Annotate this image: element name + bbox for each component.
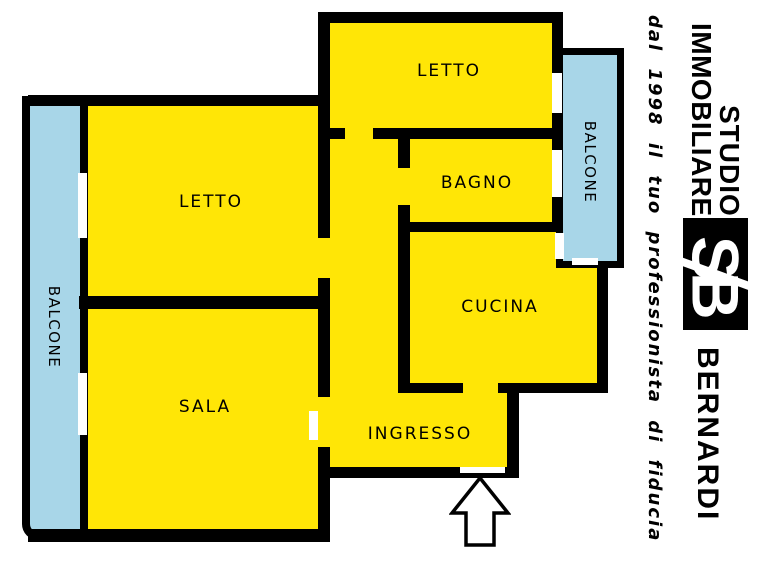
wall-segment — [398, 383, 463, 393]
room-label-cucina: CUCINA — [461, 297, 539, 317]
left-wing-area — [85, 100, 320, 532]
wall-segment — [507, 383, 519, 478]
window-opening — [555, 233, 564, 259]
ingresso-area — [324, 378, 510, 472]
wall-segment — [28, 529, 330, 542]
agency-tagline: dal 1998 il tuo professionista di fiduci… — [644, 15, 665, 543]
wall-segment — [373, 128, 563, 139]
wall-segment — [318, 12, 563, 23]
wall-segment — [597, 261, 608, 393]
wall-segment — [318, 467, 518, 478]
entrance-opening — [460, 467, 505, 473]
window-opening — [552, 150, 562, 197]
window-opening — [78, 173, 87, 238]
wall-segment — [398, 222, 563, 232]
room-label-sala: SALA — [178, 397, 232, 417]
door-opening — [316, 238, 332, 278]
room-label-bagno: BAGNO — [440, 173, 514, 193]
room-label-balcone-left: BALCONE — [45, 285, 63, 369]
agency-name-line2: IMMOBILIARE — [686, 23, 717, 217]
wall-segment — [398, 205, 410, 393]
window-opening — [572, 258, 598, 265]
room-label-ingresso: INGRESSO — [367, 424, 473, 444]
wall-segment — [498, 383, 608, 393]
agency-name-block: STUDIO IMMOBILIARE — [686, 5, 745, 217]
room-label-letto-left: LETTO — [178, 192, 244, 212]
wall-segment — [28, 95, 330, 106]
door-opening — [309, 411, 318, 440]
window-opening — [78, 373, 87, 435]
agency-surname: BERNARDI — [691, 346, 724, 522]
wall-segment — [398, 128, 410, 168]
wall-segment — [552, 12, 563, 232]
agency-name-line1: STUDIO — [714, 105, 745, 217]
wall-segment — [318, 128, 345, 139]
bagno-area — [404, 132, 556, 228]
wall-segment — [79, 296, 330, 309]
agency-logo: SB — [683, 218, 748, 330]
door-opening — [316, 397, 332, 447]
room-label-letto-top: LETTO — [416, 61, 482, 81]
window-opening — [552, 73, 562, 113]
entrance-arrow-icon — [449, 476, 511, 547]
letto-top-area — [322, 16, 558, 134]
room-label-balcone-right: BALCONE — [581, 120, 599, 204]
